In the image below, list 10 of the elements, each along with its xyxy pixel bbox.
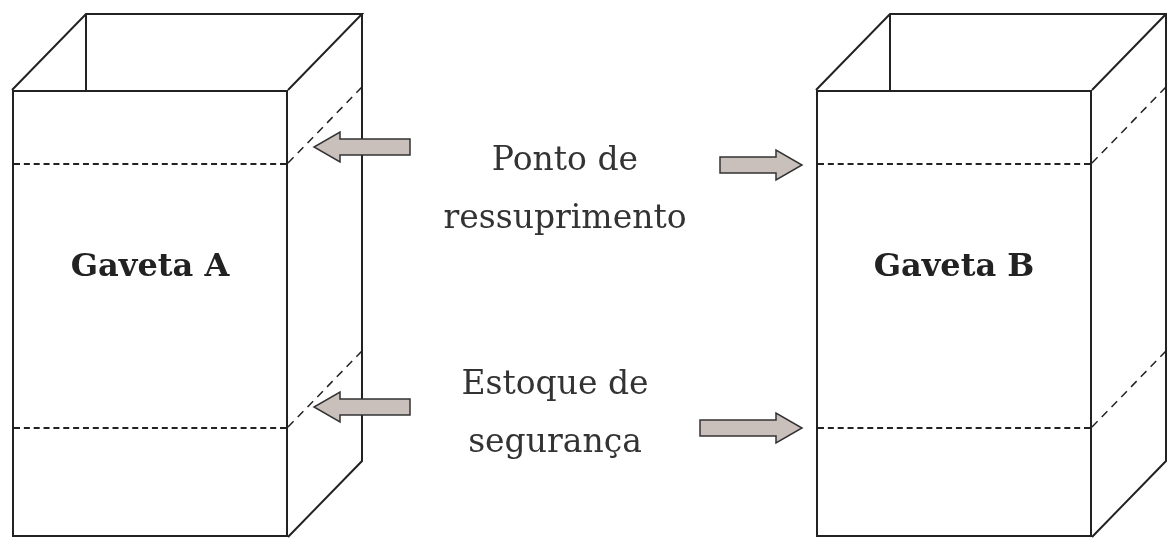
block-arrow — [699, 411, 804, 445]
drawer-label: Gaveta B — [872, 245, 1036, 286]
block-arrow — [312, 390, 411, 424]
drawer-box — [816, 90, 1092, 537]
drawer-label: Gaveta A — [69, 245, 231, 286]
block-arrow — [719, 148, 804, 182]
level-label: Ponto de ressuprimento — [442, 138, 688, 238]
block-arrow — [312, 130, 411, 164]
drawer-box — [12, 90, 288, 537]
level-label: Estoque de segurança — [460, 362, 650, 462]
